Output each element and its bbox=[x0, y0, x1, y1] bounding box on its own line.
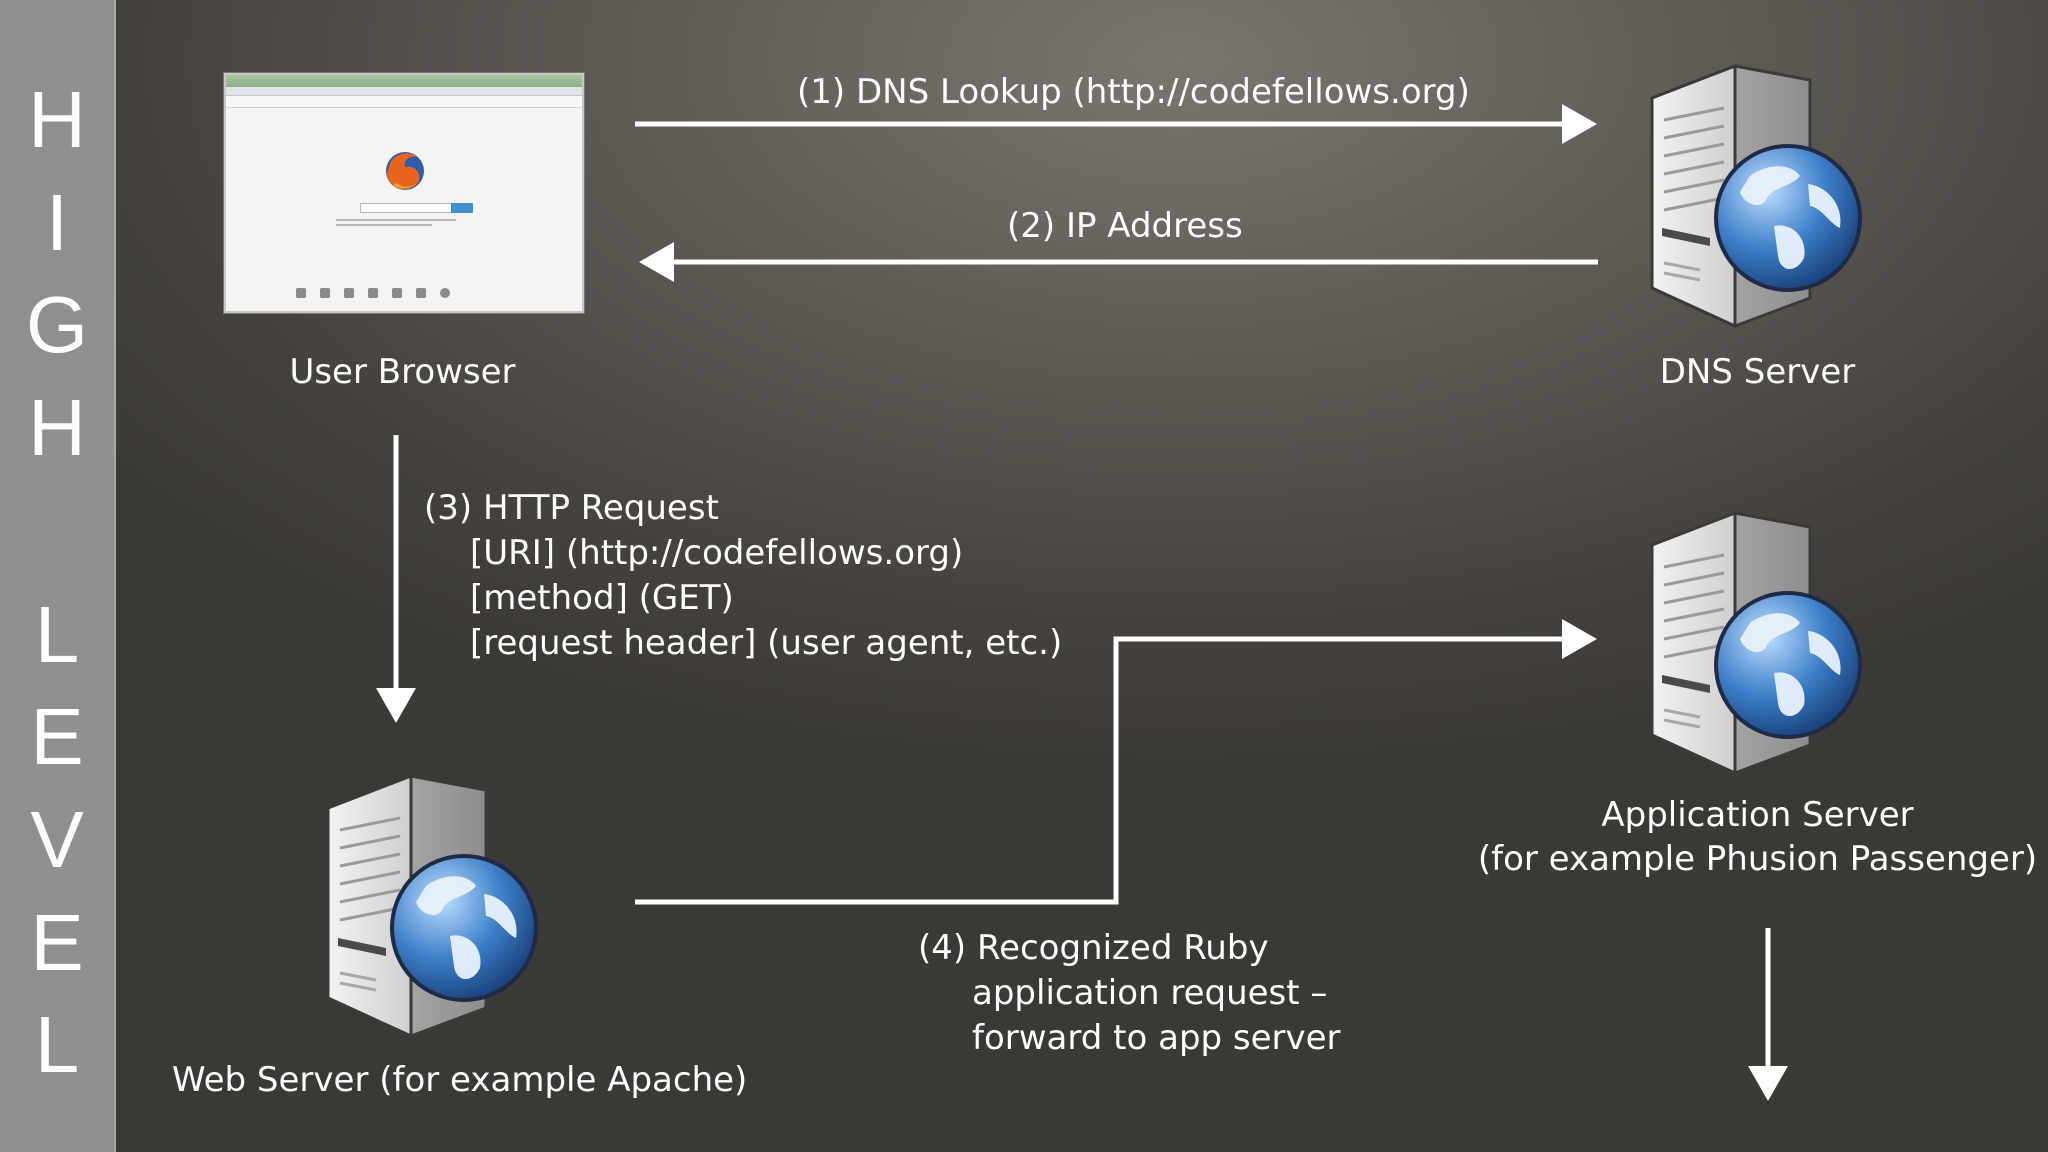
application-server-example: (for example Phusion Passenger) bbox=[1477, 839, 2038, 879]
sidebar-letter: L bbox=[34, 1000, 80, 1089]
sidebar-letter: H bbox=[28, 75, 86, 164]
http-request-note: (3) HTTP Request [URI] (http://codefello… bbox=[424, 486, 1062, 666]
dns-lookup-label: (1) DNS Lookup (http://codefellows.org) bbox=[797, 72, 1470, 112]
sidebar: H I G H L E V E L bbox=[0, 0, 116, 1152]
web-server-label: Web Server (for example Apache) bbox=[172, 1060, 748, 1100]
http-request-uri: [URI] (http://codefellows.org) bbox=[470, 533, 964, 573]
sidebar-letter: G bbox=[25, 280, 89, 369]
http-request-title: (3) HTTP Request bbox=[424, 488, 719, 528]
dns-server-label: DNS Server bbox=[1659, 352, 1856, 392]
user-browser-label: User Browser bbox=[289, 352, 516, 392]
sidebar-letter: H bbox=[28, 383, 86, 472]
forward-line-1: (4) Recognized Ruby bbox=[918, 928, 1269, 968]
forward-line-3: forward to app server bbox=[972, 1018, 1341, 1058]
forward-line-2: application request – bbox=[972, 973, 1328, 1013]
dns-server-icon bbox=[1650, 63, 1862, 328]
http-request-header: [request header] (user agent, etc.) bbox=[470, 623, 1063, 663]
ip-address-label: (2) IP Address bbox=[1007, 206, 1243, 246]
http-request-method: [method] (GET) bbox=[470, 578, 734, 618]
sidebar-letter: I bbox=[45, 178, 69, 267]
sidebar-letter: V bbox=[30, 795, 84, 884]
sidebar-letter: L bbox=[34, 590, 80, 679]
web-server-icon bbox=[326, 773, 538, 1038]
application-server-label: Application Server bbox=[1601, 795, 1914, 835]
firefox-browser-screenshot-icon bbox=[224, 73, 584, 313]
forward-note: (4) Recognized Ruby application request … bbox=[918, 926, 1341, 1061]
application-server-icon bbox=[1650, 510, 1862, 775]
sidebar-letter: E bbox=[30, 692, 84, 781]
forward-to-app-arrow bbox=[635, 619, 1597, 905]
sidebar-letter: E bbox=[30, 898, 84, 987]
